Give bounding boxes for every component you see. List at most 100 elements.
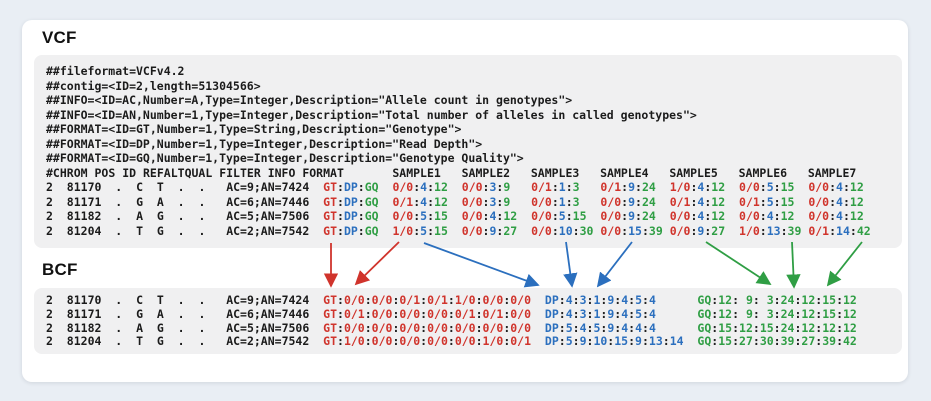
- bcf-gt-vector: 0/1: [399, 293, 421, 307]
- bcf-dp-vector: :: [572, 293, 580, 307]
- column-header: SAMPLE3: [530, 165, 580, 180]
- bcf-dp-vector: 4: [648, 306, 656, 321]
- bcf-dp-vector: :: [662, 334, 670, 349]
- sample-genotype-field: :: [551, 223, 559, 238]
- bcf-gq-vector: 12: [718, 293, 733, 307]
- sample-genotype-field: 9: [628, 209, 636, 223]
- sample-genotype-field: :: [829, 223, 837, 238]
- bcf-dp-vector: :: [586, 293, 594, 307]
- bcf-gq-vector: 15: [718, 320, 733, 335]
- info-field: AC=6;AN=7446: [226, 306, 310, 321]
- sample-genotype-field: :: [759, 223, 767, 238]
- bcf-gt-vector: 1/0: [482, 334, 504, 349]
- bcf-dp-vector: 9: [607, 320, 615, 335]
- format-field: :: [337, 223, 344, 238]
- alt-field: G: [156, 209, 164, 223]
- sample-genotype-field: 0/0: [392, 180, 414, 194]
- format-field: GQ: [364, 180, 379, 194]
- bcf-gq-vector: GQ: [697, 334, 712, 349]
- bcf-dp-vector: :: [600, 320, 608, 335]
- ref-field: A: [136, 209, 144, 223]
- column-header: ID: [122, 165, 137, 180]
- bcf-gt-vector: 0/1: [482, 306, 504, 321]
- vcf-meta-line: ##FORMAT=<ID=DP,Number=1,Type=Integer,De…: [46, 136, 483, 151]
- bcf-gq-vector: 12: [843, 293, 857, 307]
- sample-genotype-field: :: [572, 223, 580, 238]
- sample-genotype-field: 4: [697, 180, 705, 194]
- bcf-dp-vector: 1: [593, 293, 601, 307]
- bcf-gt-vector: 0/0: [371, 293, 393, 307]
- bcf-gt-vector: :: [447, 306, 455, 321]
- bcf-gq-vector: :: [794, 306, 802, 321]
- sample-genotype-field: 24: [641, 180, 656, 194]
- bcf-dp-vector: :: [628, 293, 636, 307]
- format-field: :: [337, 194, 344, 209]
- sample-genotype-field: 15: [780, 194, 795, 209]
- bcf-record-row: 2 81171 . G A . . AC=6;AN=7446 GT:0/1:0/…: [46, 306, 902, 322]
- bcf-gt-vector: :: [337, 293, 344, 307]
- bcf-dp-vector: 1: [593, 306, 601, 321]
- qual-field: .: [177, 293, 185, 307]
- sample-genotype-field: :: [704, 209, 712, 223]
- bcf-gq-vector: 12: [718, 306, 733, 321]
- sample-genotype-field: 15: [434, 223, 448, 238]
- sample-genotype-field: 5: [420, 209, 428, 223]
- bcf-gq-vector: 15: [718, 334, 733, 349]
- bcf-gt-vector: :: [420, 320, 428, 335]
- bcf-gt-vector: :: [503, 334, 511, 349]
- bcf-gt-vector: 0/0: [399, 320, 421, 335]
- bcf-dp-vector: :: [558, 293, 566, 307]
- sample-genotype-field: 0/1: [808, 223, 830, 238]
- format-field: GQ: [364, 223, 379, 238]
- sample-genotype-field: :: [496, 194, 504, 209]
- bcf-gq-vector: :: [711, 334, 719, 349]
- sample-genotype-field: 4: [420, 180, 428, 194]
- sample-genotype-field: 4: [836, 194, 843, 209]
- format-field: GT: [323, 223, 337, 238]
- bcf-gq-vector: 12: [801, 306, 816, 321]
- bcf-gt-vector: :: [364, 334, 372, 349]
- column-header: SAMPLE6: [738, 165, 788, 180]
- sample-genotype-field: 0/0: [739, 180, 760, 194]
- sample-genotype-field: :: [829, 180, 837, 194]
- id-field: .: [115, 180, 123, 194]
- info-field: AC=5;AN=7506: [226, 320, 310, 335]
- bcf-gq-vector: :: [794, 320, 802, 335]
- bcf-gq-vector: :: [732, 334, 740, 349]
- sample-genotype-field: :: [635, 180, 642, 194]
- sample-genotype-field: 42: [856, 223, 871, 238]
- chrom-field: 2: [46, 320, 53, 335]
- bcf-gt-vector: 0/0: [454, 320, 476, 335]
- bcf-gq-vector: :: [732, 293, 740, 307]
- bcf-gq-vector: :: [711, 306, 719, 321]
- column-header: FILTER: [219, 165, 261, 180]
- bcf-gt-vector: :: [447, 293, 455, 307]
- sample-genotype-field: 12: [849, 180, 864, 194]
- vcf-section-title: VCF: [42, 28, 77, 47]
- chrom-field: 2: [46, 209, 53, 223]
- alt-field: G: [156, 223, 164, 238]
- bcf-gq-vector: 27: [801, 334, 816, 349]
- sample-genotype-field: 39: [787, 223, 802, 238]
- pos-field: 81204: [66, 223, 102, 238]
- arrow-sample6-gq-to-bcf-gq-values: [786, 241, 801, 289]
- sample-genotype-field: :: [565, 194, 573, 209]
- bcf-gq-vector: GQ: [697, 293, 712, 307]
- bcf-dp-vector: :: [586, 334, 594, 349]
- sample-genotype-field: :: [641, 223, 649, 238]
- bcf-dp-vector: :: [614, 306, 622, 321]
- bcf-gq-vector: :: [794, 293, 802, 307]
- sample-genotype-field: :: [690, 194, 698, 209]
- sample-genotype-field: :: [773, 194, 781, 209]
- bcf-gq-vector: 15: [822, 306, 837, 321]
- ref-field: G: [136, 306, 144, 321]
- bcf-gt-vector: 0/0: [454, 334, 476, 349]
- sample-genotype-field: :: [496, 209, 504, 223]
- bcf-gt-vector: 0/0: [343, 293, 365, 307]
- sample-genotype-field: :: [635, 209, 642, 223]
- sample-genotype-field: 9: [489, 223, 497, 238]
- qual-field: .: [177, 320, 185, 335]
- bcf-gt-vector: :: [475, 293, 483, 307]
- bcf-dp-vector: 9: [607, 306, 615, 321]
- column-header: ALT: [163, 165, 185, 180]
